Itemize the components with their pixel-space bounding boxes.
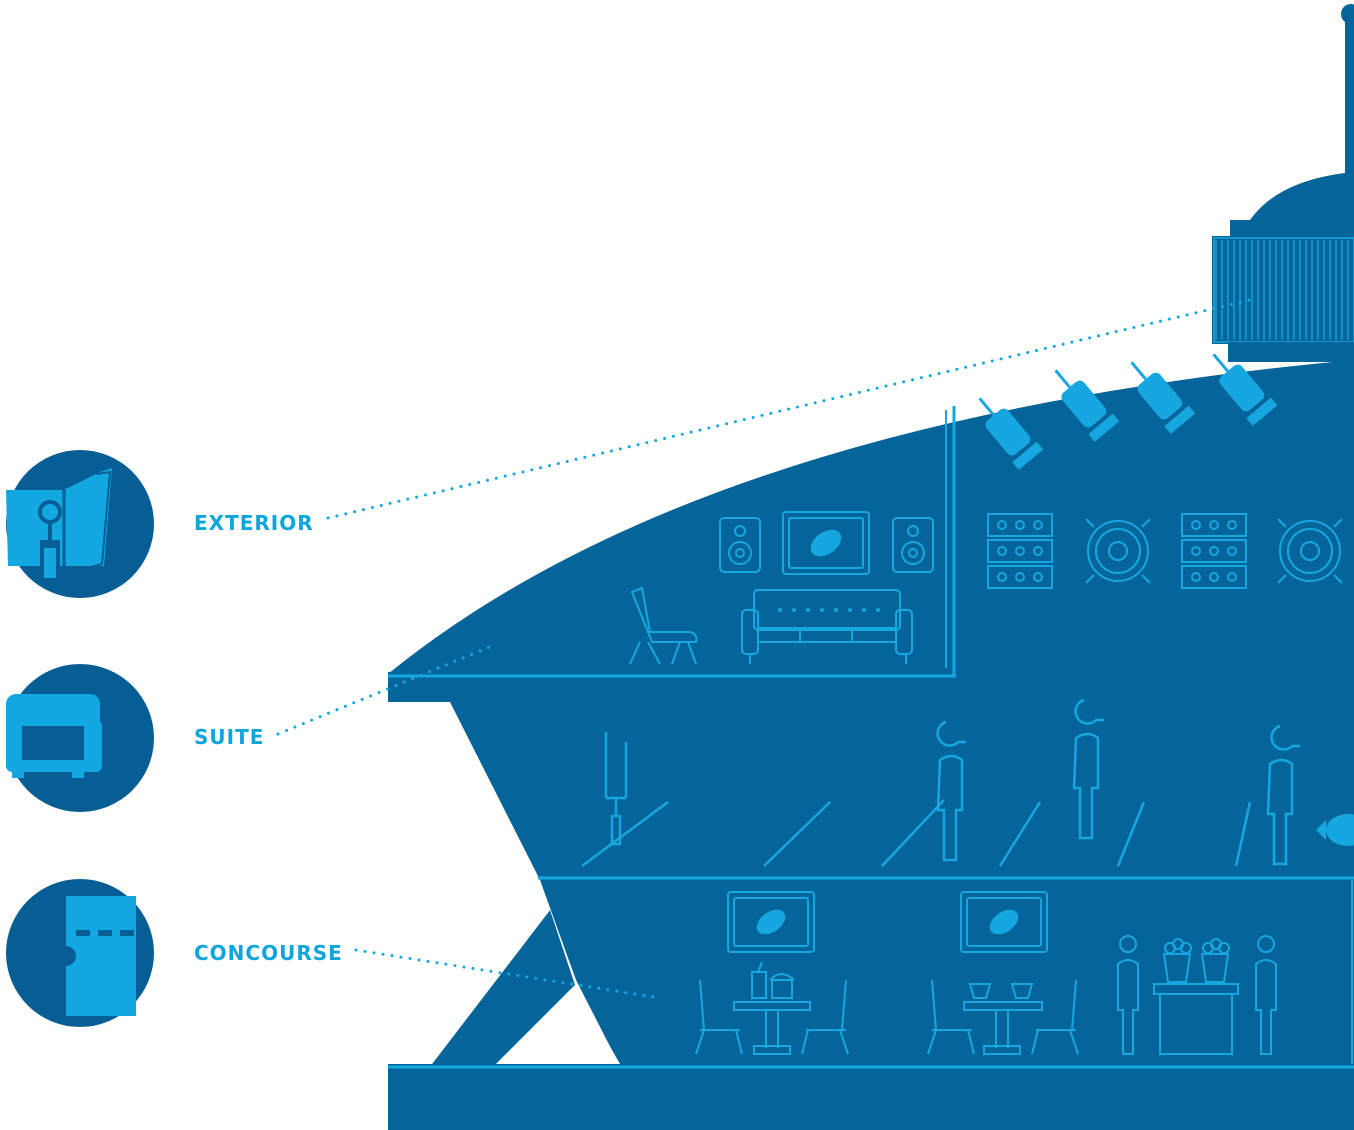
line-array-speaker-icon (987, 513, 1053, 589)
chair-icon (629, 586, 698, 665)
bookshelf-speaker-icon (892, 517, 934, 573)
armchair-icon (6, 694, 102, 778)
spotlight-icon (1130, 361, 1196, 434)
building-body (388, 360, 1354, 1130)
player-icon (1072, 698, 1104, 840)
wall-tv-icon (782, 511, 870, 575)
spotlight-icon (978, 397, 1044, 470)
concourse-badge (6, 879, 154, 1027)
speaker-megaphone-icon (6, 468, 112, 580)
speaker-arrays (987, 513, 1343, 589)
fan-icon (1117, 935, 1139, 1055)
spotlight-icon (1054, 369, 1120, 442)
ticket-icon (56, 896, 136, 1016)
subwoofer-icon (1085, 518, 1151, 584)
concourse-tv-icon (960, 891, 1048, 953)
roof-dome (1212, 4, 1354, 362)
exterior-leader-line (326, 298, 1252, 520)
exterior-badge (6, 450, 154, 598)
fan-icon (1255, 935, 1277, 1055)
player-icon (936, 720, 966, 862)
concession-stand-icon (1153, 938, 1239, 1055)
spotlights (978, 353, 1278, 470)
suite-label: SUITE (194, 725, 265, 749)
cafe-table-icon (927, 979, 1079, 1055)
cafe-table-icon (695, 961, 849, 1055)
exterior-label: EXTERIOR (194, 511, 314, 535)
subwoofer-icon (1277, 518, 1343, 584)
suite-interior (629, 511, 934, 665)
football-icon (1316, 814, 1354, 846)
sofa-icon (741, 589, 913, 664)
spotlight-icon (1212, 353, 1278, 426)
concourse-leader-line (354, 948, 662, 1000)
concourse-level (695, 891, 1277, 1055)
bookshelf-speaker-icon (719, 517, 761, 573)
floor-lines (388, 406, 1354, 1069)
goal-post-icon (604, 732, 628, 846)
line-array-speaker-icon (1181, 513, 1247, 589)
player-icon (1266, 724, 1300, 866)
concourse-tv-icon (727, 891, 815, 953)
dome-grille (1213, 237, 1354, 343)
suite-badge (6, 664, 154, 812)
field-level (581, 698, 1354, 868)
leader-lines (276, 298, 1252, 1000)
concourse-label: CONCOURSE (194, 941, 343, 965)
